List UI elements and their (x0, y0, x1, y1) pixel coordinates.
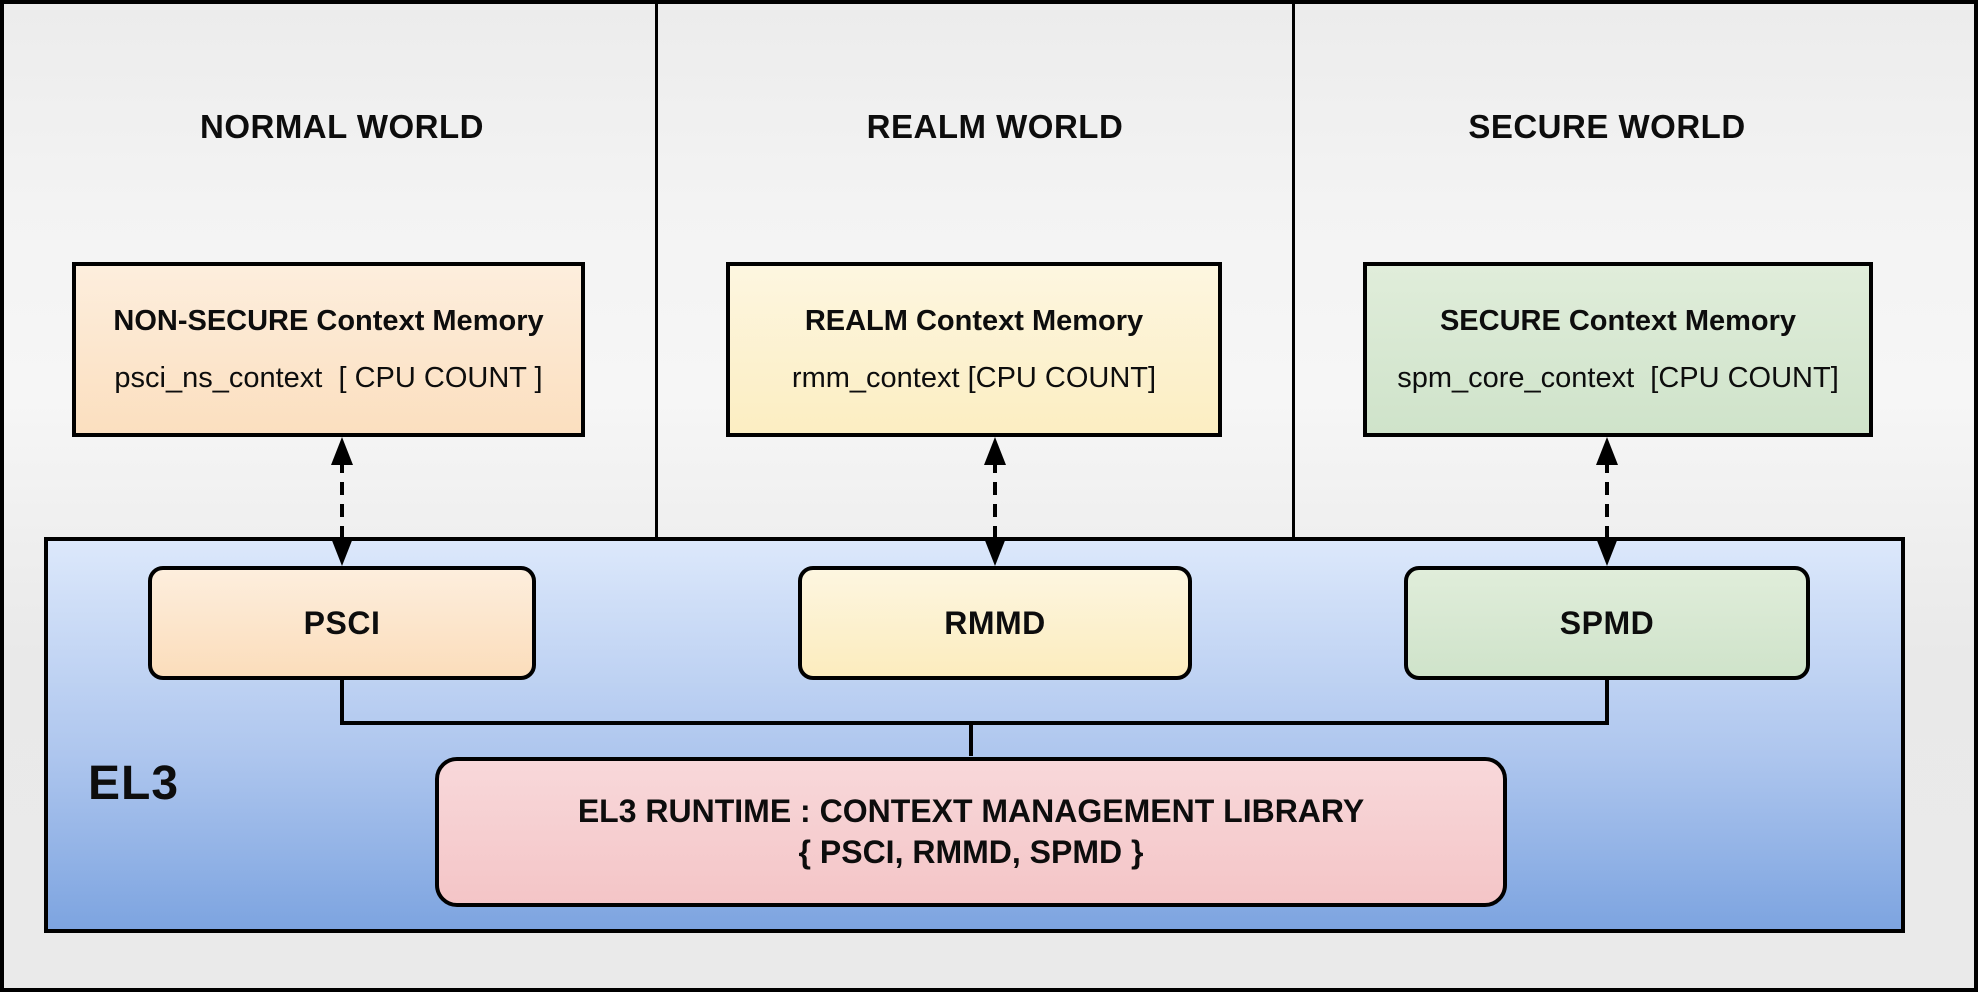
psci-box: PSCI (148, 566, 536, 680)
runtime-line2: { PSCI, RMMD, SPMD } (798, 834, 1144, 870)
rmmd-label: RMMD (944, 604, 1046, 641)
spmd-box: SPMD (1404, 566, 1810, 680)
rmmd-box: RMMD (798, 566, 1192, 680)
world-title-normal: NORMAL WORLD (199, 108, 485, 145)
panel-divider-normal-realm (655, 4, 658, 537)
memory-box-title: NON-SECURE Context Memory (113, 304, 544, 337)
context-management-library-box: EL3 RUNTIME : CONTEXT MANAGEMENT LIBRARY… (435, 757, 1507, 907)
memory-box-detail: spm_core_context [CPU COUNT] (1397, 361, 1839, 394)
memory-box-nonsecure: NON-SECURE Context Memory psci_ns_contex… (72, 262, 585, 437)
memory-box-detail: rmm_context [CPU COUNT] (791, 361, 1157, 394)
spmd-label: SPMD (1559, 604, 1655, 641)
psci-label: PSCI (303, 604, 381, 641)
memory-box-title: REALM Context Memory (804, 304, 1144, 337)
world-title-realm: REALM WORLD (866, 108, 1124, 145)
panel-divider-realm-secure (1292, 4, 1295, 537)
world-title-secure: SECURE WORLD (1468, 108, 1746, 145)
memory-box-detail: psci_ns_context [ CPU COUNT ] (114, 361, 543, 394)
memory-box-secure: SECURE Context Memory spm_core_context [… (1363, 262, 1873, 437)
runtime-line1: EL3 RUNTIME : CONTEXT MANAGEMENT LIBRARY (577, 793, 1365, 829)
memory-box-realm: REALM Context Memory rmm_context [CPU CO… (726, 262, 1222, 437)
memory-box-title: SECURE Context Memory (1439, 304, 1797, 337)
el3-label: EL3 (88, 757, 180, 810)
